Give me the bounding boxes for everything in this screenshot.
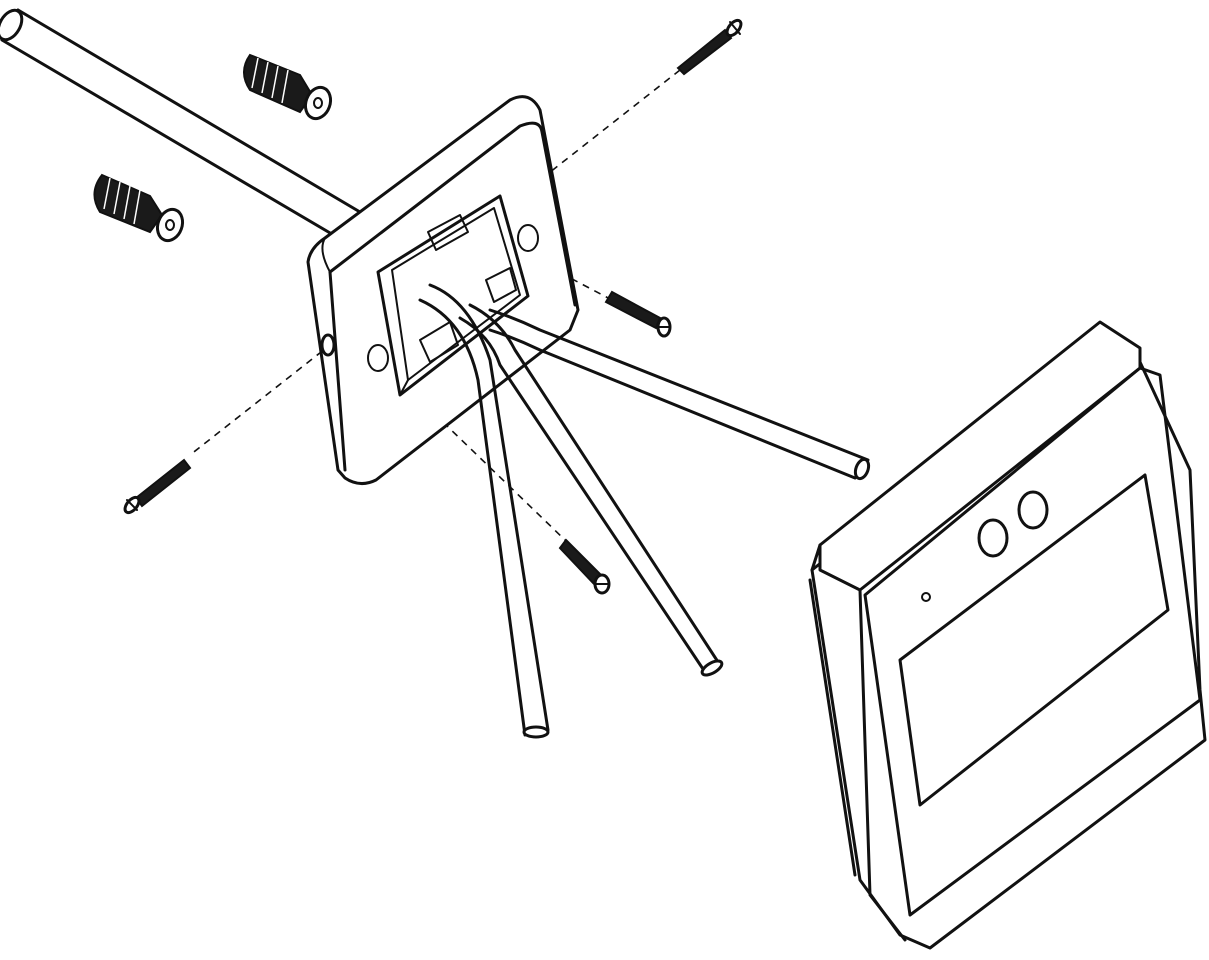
cable <box>488 308 871 481</box>
mounting-screw <box>123 458 192 515</box>
cable-conduit <box>0 8 362 242</box>
cable <box>418 283 550 739</box>
wall-anchor <box>243 53 333 121</box>
mounting-screw <box>676 18 743 76</box>
wall-anchor <box>93 173 185 243</box>
mounting-screw <box>558 538 611 595</box>
mounting-screw <box>604 290 672 338</box>
device-panel <box>808 320 1207 950</box>
cable <box>458 303 724 677</box>
